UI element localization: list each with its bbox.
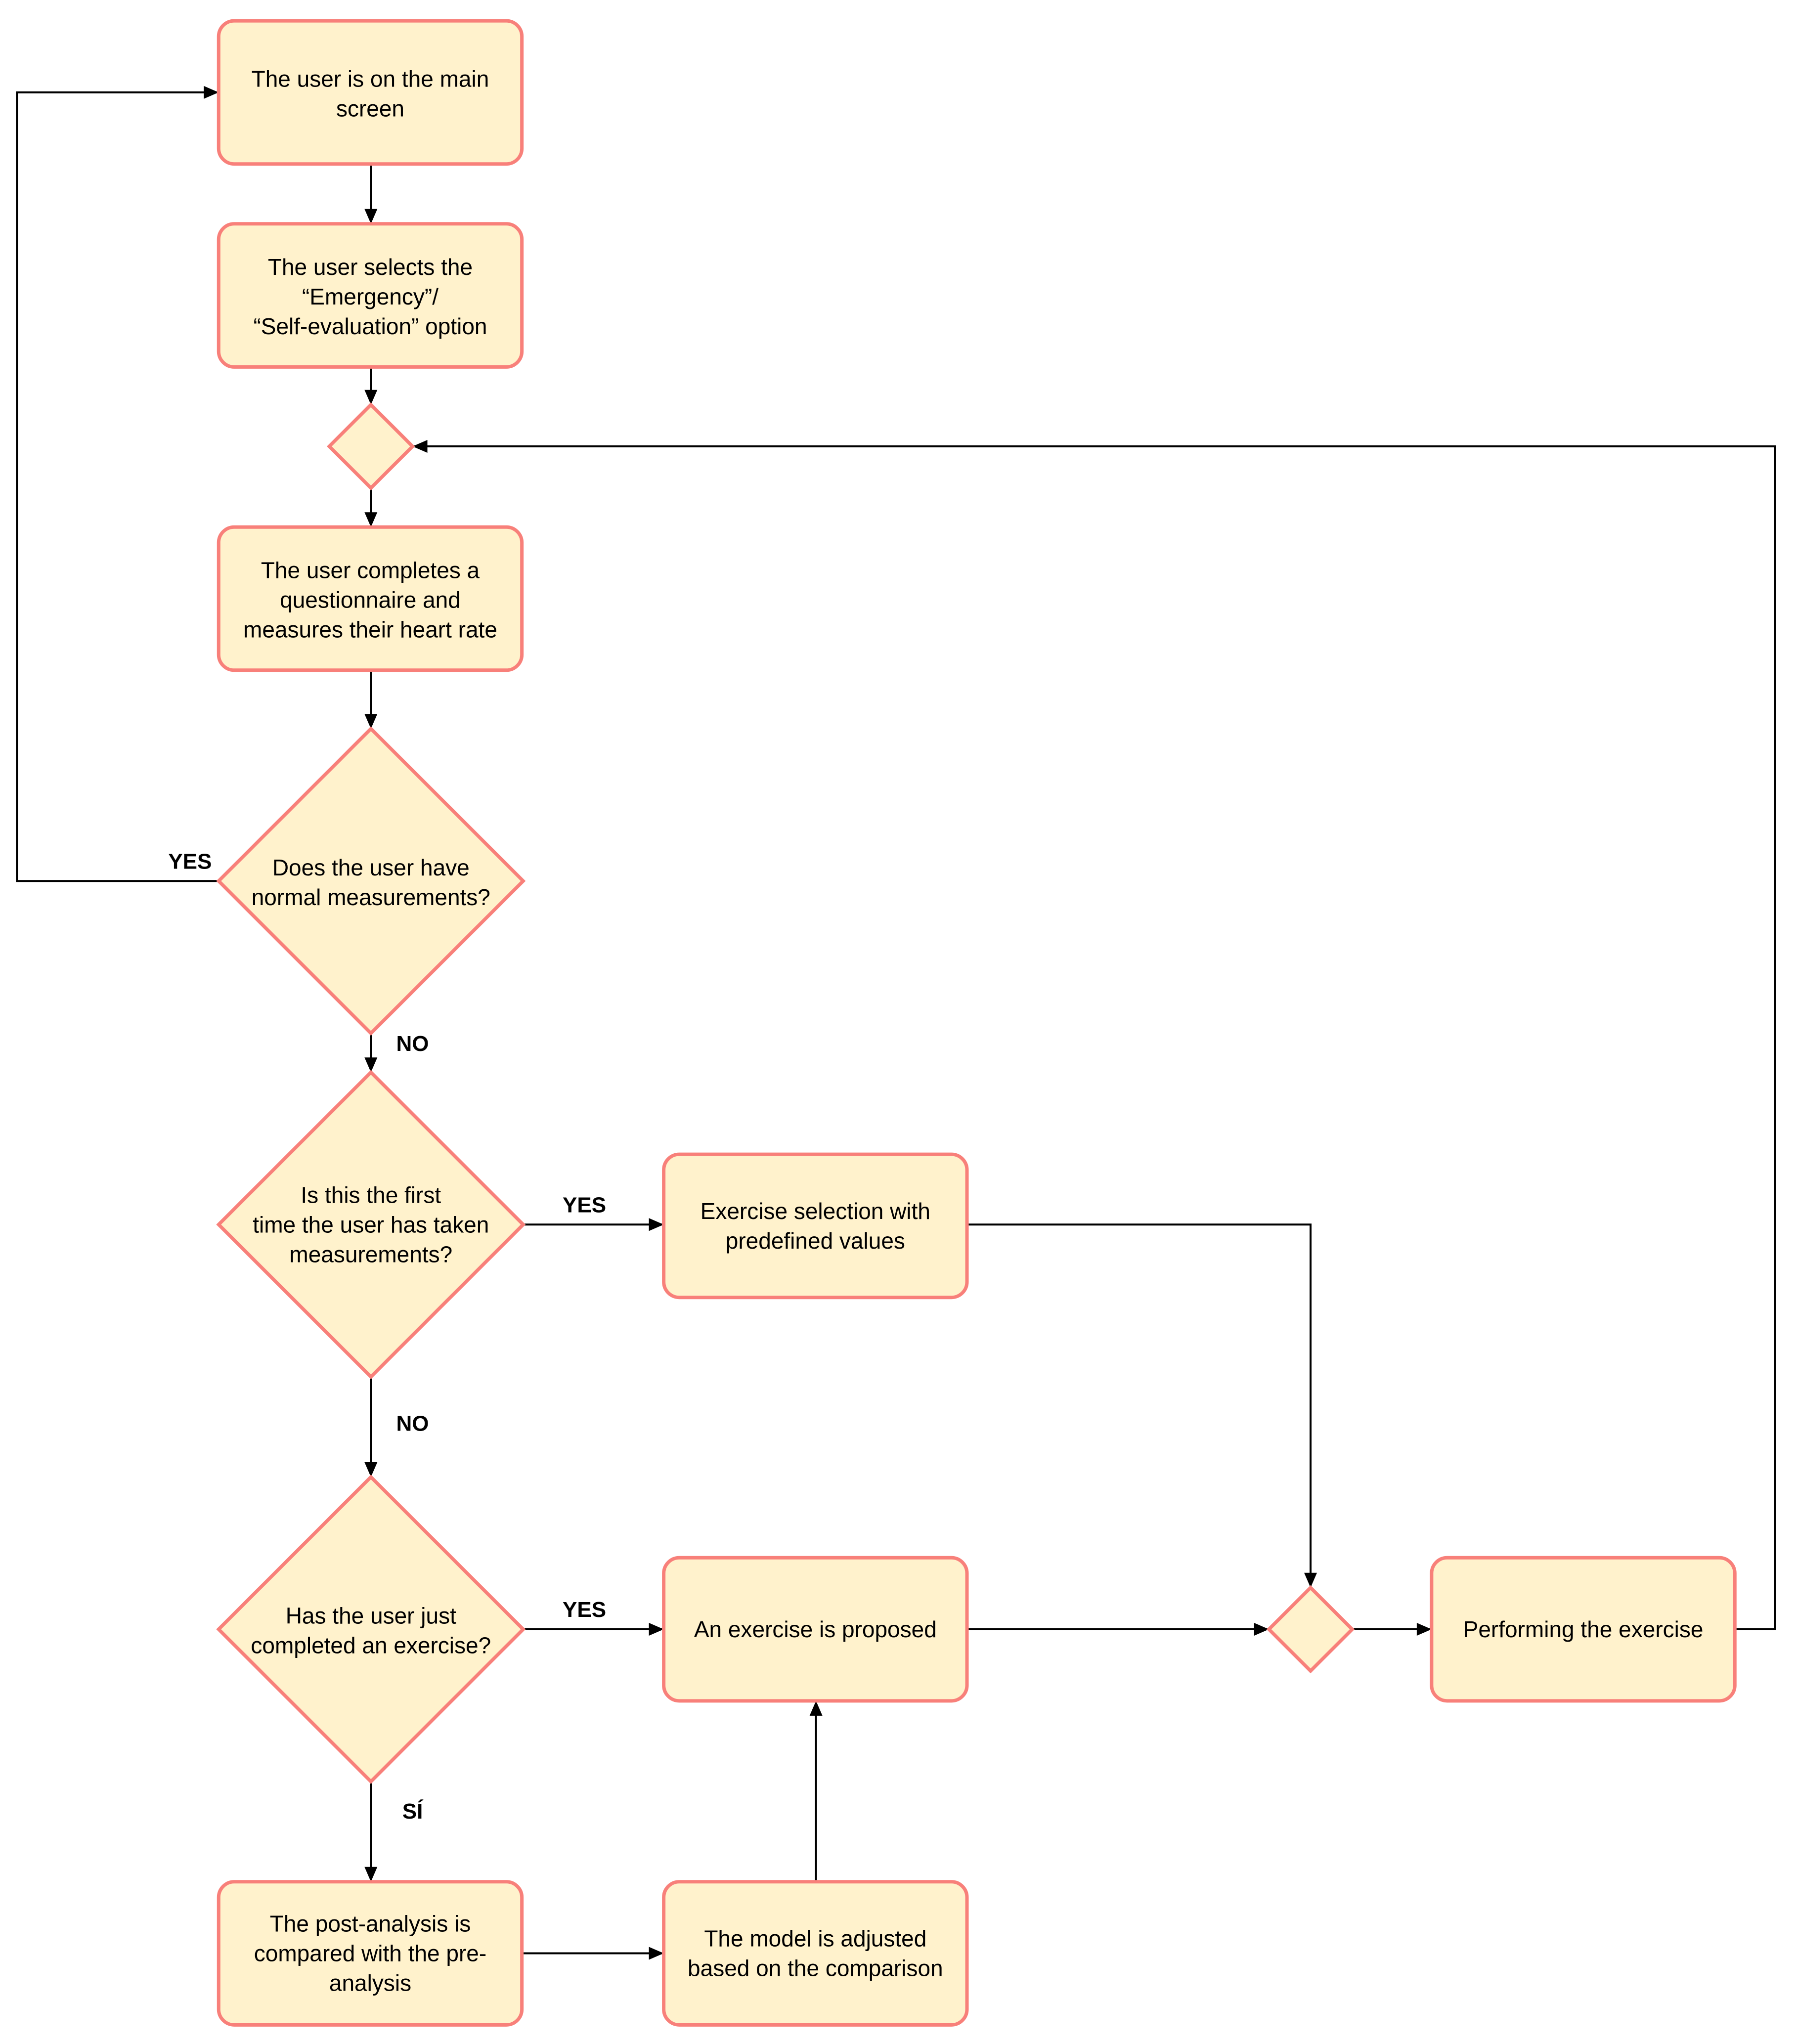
decision-first-time: Is this the first time the user has taken…: [216, 1070, 526, 1380]
arrowhead-perf-to-merge-top: [412, 439, 428, 453]
edge-label-first-no: NO: [396, 1412, 429, 1436]
arrowhead-completed-si-to-compare: [364, 1867, 378, 1882]
process-select-option: The user selects the “Emergency”/ “Self-ev…: [217, 222, 524, 369]
node-text-line: Is this the first: [301, 1182, 441, 1208]
edge-label-completed-si: SÍ: [402, 1799, 424, 1824]
decision-merge-bottom: [1266, 1585, 1355, 1674]
arrowhead-prop-to-merge-bottom: [1254, 1623, 1269, 1636]
arrowhead-first-no-to-completed: [364, 1462, 378, 1478]
arrowhead-predef-to-merge-bottom: [1304, 1572, 1317, 1588]
process-adjust: The model is adjusted based on the compar…: [662, 1880, 969, 2027]
arrowhead-normal-yes-to-main: [204, 86, 219, 99]
node-text-line: predefined values: [726, 1228, 905, 1254]
arrowhead-adjust-to-proposed: [809, 1700, 823, 1716]
process-box: [662, 1556, 969, 1703]
decision-just-completed: Has the user just completed an exercise?: [216, 1475, 526, 1784]
decision-diamond: [216, 1475, 526, 1784]
arrowhead-normal-no-to-first: [364, 1057, 378, 1073]
process-box: [217, 1880, 524, 2027]
node-text-line: questionnaire and: [280, 587, 461, 613]
node-text-line: “Self-evaluation” option: [253, 313, 487, 339]
arrowhead-merge-bottom-to-perf: [1416, 1623, 1432, 1636]
node-text-line: Exercise selection with: [701, 1198, 930, 1224]
node-text-line: compared with the pre-: [254, 1941, 486, 1966]
process-box: [217, 19, 524, 166]
node-text-line: The user selects the: [268, 254, 473, 280]
arrowhead-main-to-select: [364, 209, 378, 224]
node-text-line: The post-analysis is: [270, 1911, 471, 1937]
connector-normal-yes-to-main: [16, 91, 219, 882]
node-text-line: The user completes a: [261, 558, 480, 583]
arrowhead-merge-top-to-quest: [364, 512, 378, 527]
node-text-line: The model is adjusted: [704, 1926, 926, 1952]
edge-label-first-yes: YES: [563, 1193, 606, 1217]
arrowhead-completed-yes-to-prop: [649, 1623, 664, 1636]
edge-label-normal-yes: YES: [168, 849, 212, 873]
node-text-line: screen: [336, 96, 404, 122]
process-box: [1430, 1556, 1737, 1703]
process-questionnaire: The user completes a questionnaire and mea…: [217, 525, 524, 672]
node-text-line: Performing the exercise: [1463, 1616, 1704, 1642]
edge-label-normal-no: NO: [396, 1032, 429, 1056]
decision-diamond: [216, 1070, 526, 1380]
decision-merge-top: [327, 402, 415, 491]
connector-perf-to-merge-top: [412, 445, 1776, 1631]
node-text-line: measurements?: [289, 1241, 452, 1267]
process-compare: The post-analysis is compared with the pr…: [217, 1880, 524, 2027]
merge-diamond: [327, 402, 415, 491]
node-text-line: An exercise is proposed: [694, 1616, 937, 1642]
arrowhead-first-yes-to-predef: [649, 1218, 664, 1231]
process-box: [217, 222, 524, 369]
process-performing: Performing the exercise: [1430, 1556, 1737, 1703]
process-box: [217, 525, 524, 672]
process-main-screen: The user is on the main screen: [217, 19, 524, 166]
node-text-line: “Emergency”/: [302, 284, 438, 309]
node-text-line: The user is on the main: [252, 66, 489, 92]
node-text-line: Does the user have: [272, 855, 470, 880]
node-text-line: measures their heart rate: [243, 617, 497, 643]
process-box: [662, 1152, 969, 1300]
node-text-line: Has the user just: [286, 1603, 456, 1629]
node-text-line: completed an exercise?: [251, 1633, 491, 1658]
arrowhead-select-to-merge-top: [364, 390, 378, 405]
decision-diamond: [216, 726, 526, 1036]
process-predefined: Exercise selection with predefined values: [662, 1152, 969, 1300]
arrowhead-quest-to-normal: [364, 714, 378, 729]
connector-predef-to-merge-bottom: [967, 1223, 1312, 1588]
process-box: [662, 1880, 969, 2027]
node-text-line: time the user has taken: [253, 1212, 489, 1237]
merge-diamond: [1266, 1585, 1355, 1674]
process-proposed: An exercise is proposed: [662, 1556, 969, 1703]
node-text-line: analysis: [329, 1970, 411, 1996]
node-text-line: normal measurements?: [252, 884, 490, 910]
edge-label-completed-yes: YES: [563, 1598, 606, 1622]
node-text-line: based on the comparison: [688, 1956, 943, 1981]
arrowhead-compare-to-adjust: [649, 1947, 664, 1960]
decision-normal-measurements: Does the user have normal measurements?: [216, 726, 526, 1036]
